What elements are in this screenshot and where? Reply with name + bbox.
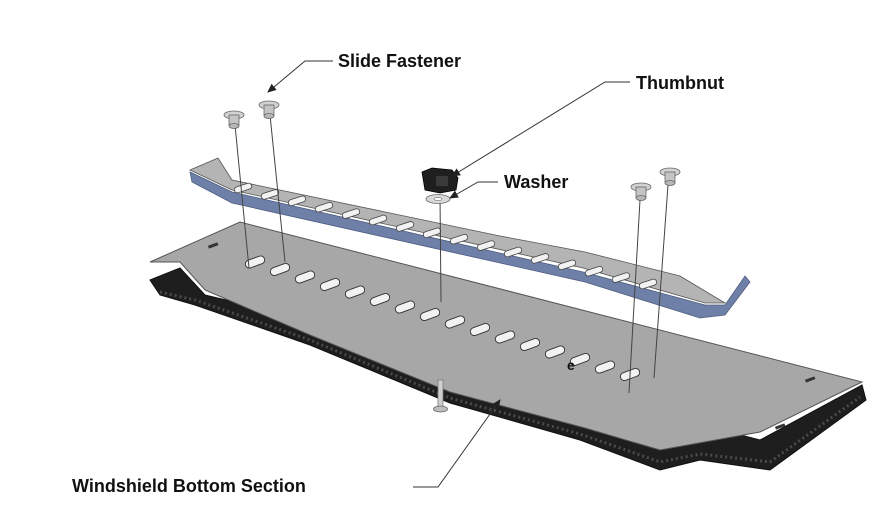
strip-slot [557,259,577,271]
base-mark-1 [207,242,219,249]
leader-washer [449,181,498,199]
bottom-bolt [433,379,448,413]
strip-slot [476,240,496,251]
callout-thumbnut: Thumbnut [451,73,724,177]
slide-strip-slots [233,182,658,290]
base-slot [344,285,366,299]
slide-fastener-left-b [258,100,280,119]
thumbnut [421,167,459,194]
label-slide-fastener: Slide Fastener [338,51,461,71]
strip-slot [368,214,388,226]
base-slot [419,307,441,322]
strip-slot [287,195,307,207]
callout-windshield-bottom-section: Windshield Bottom Section [72,399,501,496]
pin-line-5 [653,184,669,379]
callout-washer: Washer [449,172,568,199]
strip-slot [233,182,253,194]
base-letter-mark: e [567,357,575,373]
washer [425,194,451,204]
strip-slot [611,272,631,283]
strip-slot [341,208,361,219]
strip-slot [584,265,604,277]
base-slot [569,352,591,367]
base-slot [594,360,616,374]
base-slot [469,322,491,337]
pin-line-1 [234,124,250,269]
slide-fastener-left-a [223,110,245,129]
slide-strip-top [189,157,727,304]
strip-slot [260,189,280,200]
base-slot [294,270,316,284]
base-slot [544,345,566,359]
pin-line-2 [269,114,286,263]
strip-slot [395,221,415,232]
base-slot [319,277,341,292]
base-plate-slots [244,255,641,382]
base-slot [494,330,516,344]
leader-thumbnut [451,81,630,177]
label-windshield-bottom-section: Windshield Bottom Section [72,476,306,496]
callout-slide-fastener: Slide Fastener [267,51,461,93]
fastener-alignment-lines [234,114,669,394]
strip-slot [638,278,658,290]
slide-strip-edge [189,171,751,319]
base-slot [444,315,466,329]
base-slot [269,262,291,277]
strip-slot [314,201,334,213]
slide-fastener-right-b [659,167,681,186]
strip-slot [503,246,523,258]
base-slot [244,255,266,269]
leader-slide-fastener [267,60,333,93]
base-slot [519,337,541,352]
pin-line-4 [628,199,641,394]
strip-slot [530,253,550,264]
base-plate-edge-texture [159,290,861,464]
leader-windshield-bottom-section [413,399,501,488]
base-mark-2 [804,376,816,383]
label-thumbnut: Thumbnut [636,73,724,93]
base-slot [369,292,391,307]
pin-line-3 [439,194,442,303]
base-mark-3 [774,423,786,430]
slide-strip [189,157,751,319]
strip-slot [449,233,469,245]
slide-fastener-right-a [630,182,652,201]
base-slot [394,300,416,314]
label-washer: Washer [504,172,568,192]
